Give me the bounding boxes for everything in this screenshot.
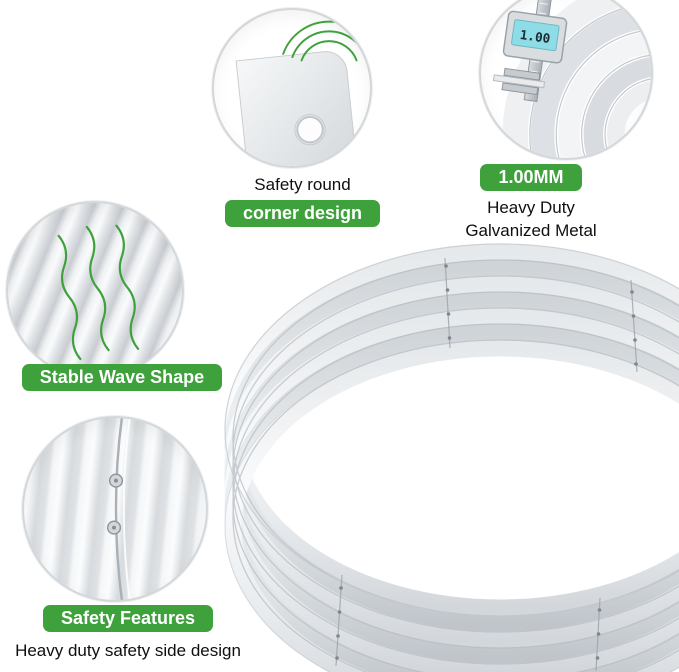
plate-hole-rim	[294, 114, 326, 146]
thickness-callout-circle: 1.00	[479, 0, 653, 160]
rim-outline	[224, 243, 679, 672]
corner-badge: corner design	[224, 200, 381, 227]
thickness-line2: Galvanized Metal	[465, 221, 597, 240]
wave-feature-text: Stable Wave Shape	[12, 364, 232, 391]
caliper-jaw-upper	[503, 67, 541, 81]
caliper-image: 1.00	[492, 0, 651, 158]
corner-callout-image	[235, 20, 370, 166]
wave-badge: Stable Wave Shape	[21, 364, 223, 391]
measured-metal	[502, 0, 651, 158]
wave-pattern-image	[57, 224, 140, 361]
wave-callout-circle	[6, 201, 184, 379]
safety-caption: Heavy duty safety side design	[15, 641, 241, 660]
corner-feature-text: Safety round corner design	[205, 173, 400, 227]
panel-seam	[114, 418, 131, 600]
safety-callout-circle	[22, 416, 208, 602]
corrugation-ridges	[224, 243, 679, 672]
plate-hole	[296, 116, 324, 144]
metal-plate	[235, 51, 358, 166]
safety-feature-text: Safety Features Heavy duty safety side d…	[0, 605, 256, 662]
thickness-badge: 1.00MM	[480, 164, 582, 191]
seam-bolt	[106, 520, 122, 535]
wave-lines	[57, 224, 140, 361]
corner-callout-circle	[212, 8, 372, 168]
caliper-jaw-lower	[501, 82, 539, 96]
seam-bolt	[108, 473, 124, 488]
seam-screws	[335, 264, 638, 660]
measured-sheet-edge	[492, 74, 546, 89]
seam-image	[106, 418, 131, 600]
thickness-line1: Heavy Duty	[487, 198, 575, 217]
thickness-feature-text: 1.00MM Heavy Duty Galvanized Metal	[437, 164, 625, 242]
caliper-screen	[511, 19, 560, 52]
caliper-reading: 1.00	[519, 27, 551, 46]
safety-badge: Safety Features	[42, 605, 214, 632]
digital-caliper: 1.00	[492, 0, 568, 103]
corner-caption: Safety round	[254, 175, 351, 194]
